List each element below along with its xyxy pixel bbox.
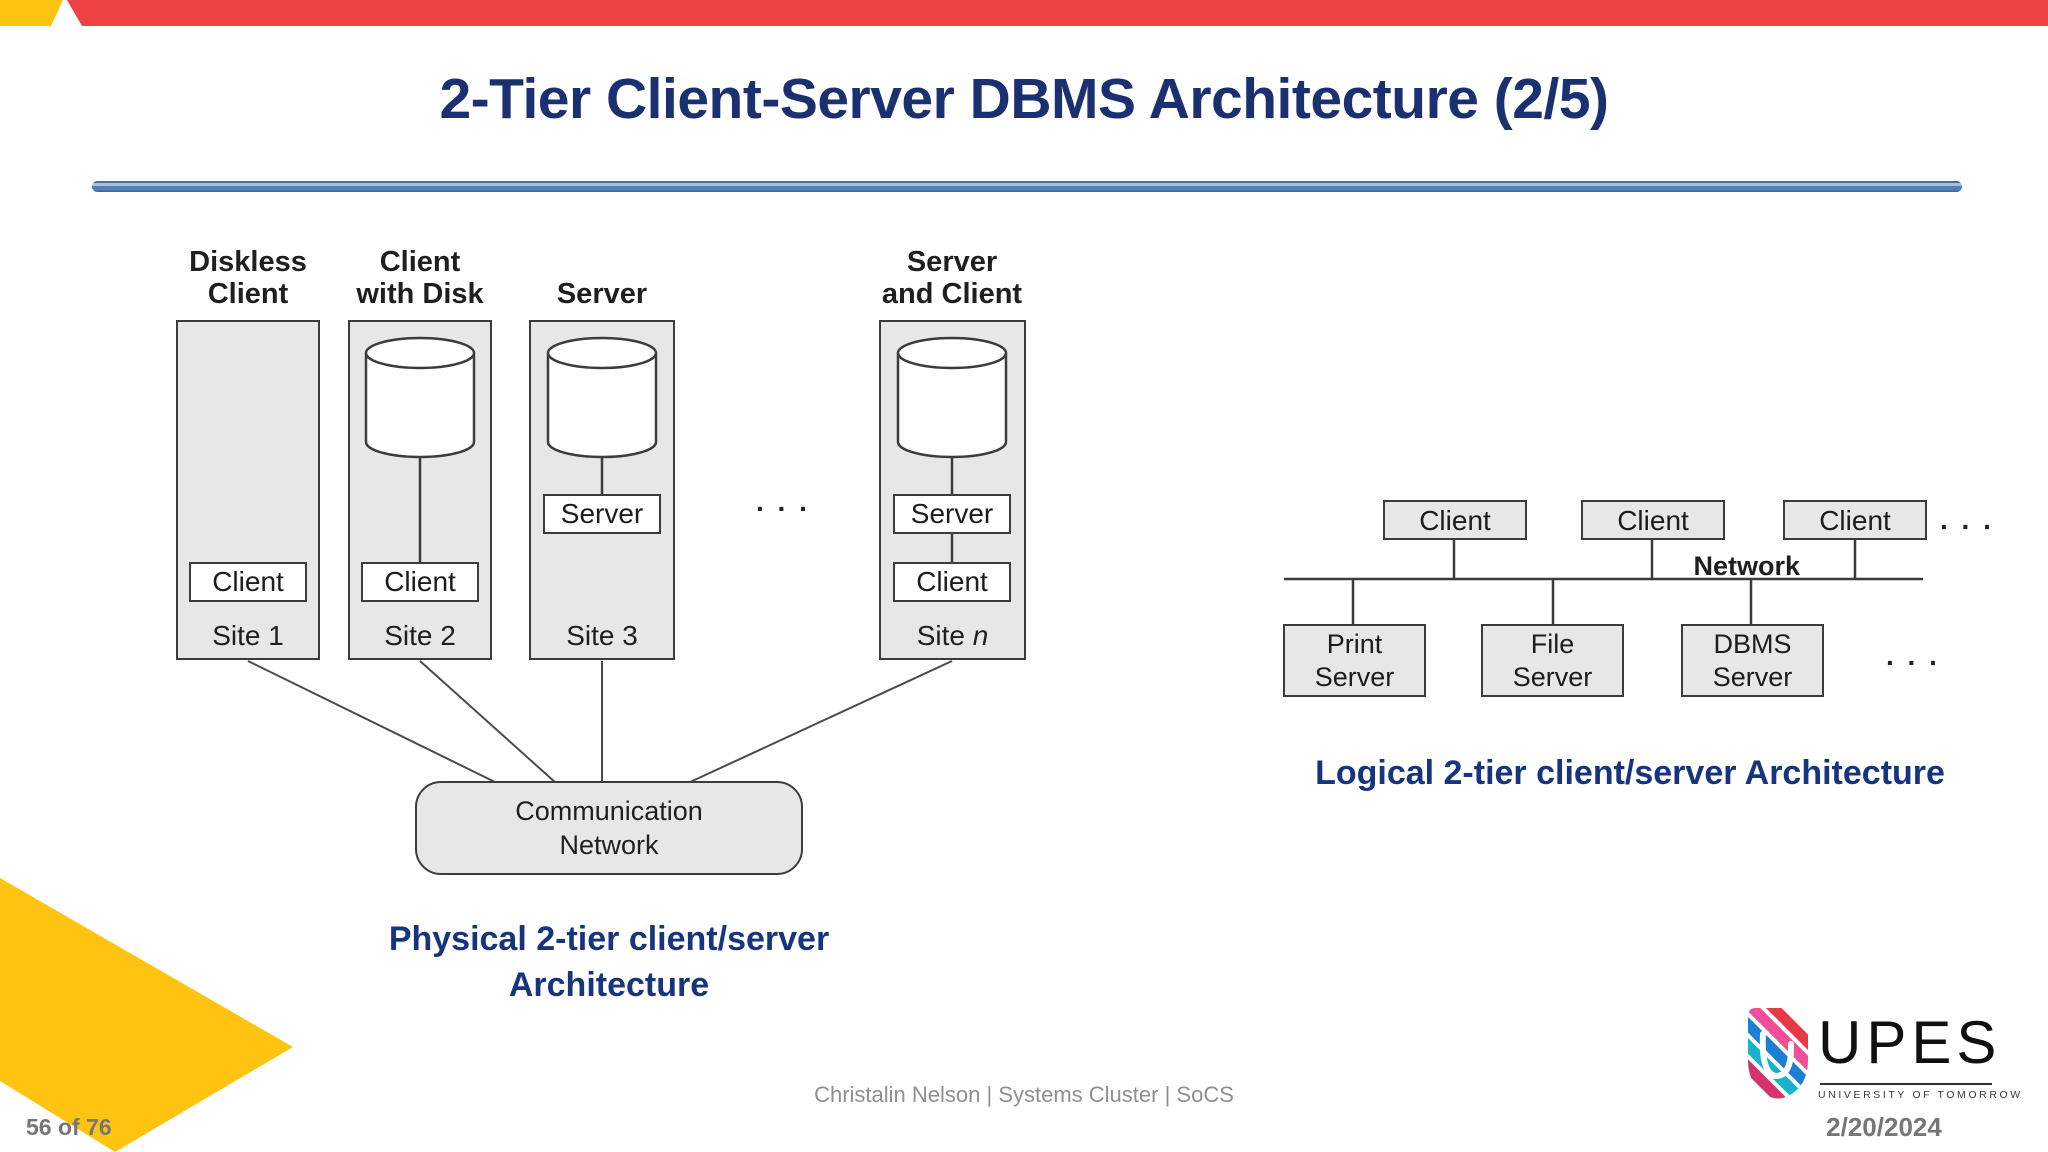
physical-caption-line1: Physical 2-tier client/server	[388, 920, 830, 958]
siten-label: Site n	[879, 620, 1026, 652]
site1-label-word: Site	[212, 620, 261, 651]
site2-label: Site 2	[348, 620, 492, 652]
site1-label: Site 1	[176, 620, 320, 652]
print-server-box: Print Server	[1283, 624, 1426, 697]
upes-tagline: UNIVERSITY OF TOMORROW	[1818, 1089, 2023, 1101]
siten-header-line2: and Client	[881, 278, 1023, 310]
file-server-line2: Server	[1512, 662, 1593, 692]
site2-client-box: Client	[361, 562, 479, 602]
site3-label-word: Site	[566, 620, 615, 651]
print-server-line1: Print	[1326, 629, 1383, 659]
upes-logo-rule	[1820, 1083, 1992, 1085]
bottom-yellow-accent	[0, 878, 293, 1152]
siten-client-box: Client	[893, 562, 1011, 602]
site2-header-line1: Client	[379, 246, 461, 278]
logical-servers-ellipsis: . . .	[1886, 640, 1940, 671]
title-divider	[92, 181, 1962, 192]
slide-date: 2/20/2024	[1826, 1112, 1942, 1142]
disk-cylinder-site2	[364, 336, 476, 459]
top-yellow-accent	[0, 0, 63, 26]
communication-network-line2: Network	[559, 830, 659, 860]
logical-client-1: Client	[1383, 500, 1527, 540]
footer-credit: Christalin Nelson | Systems Cluster | So…	[814, 1082, 1234, 1107]
physical-caption-line2: Architecture	[508, 966, 710, 1004]
site3-server-box: Server	[543, 494, 661, 534]
logical-clients-ellipsis: . . .	[1940, 504, 1994, 535]
page-title: 2-Tier Client-Server DBMS Architecture (…	[439, 67, 1609, 131]
disk-cylinder-siten	[896, 336, 1008, 459]
logical-caption: Logical 2-tier client/server Architectur…	[1315, 754, 1945, 792]
site3-label-num: 3	[622, 620, 638, 651]
siten-header-line1: Server	[906, 246, 998, 278]
file-server-line1: File	[1530, 629, 1575, 659]
network-label: Network	[1693, 551, 1800, 581]
upes-logo: UPES UNIVERSITY OF TOMORROW	[1746, 1004, 2023, 1104]
communication-network-box: Communication Network	[415, 781, 803, 875]
site3-header-line1: Server	[556, 278, 648, 310]
file-server-box: File Server	[1481, 624, 1624, 697]
logical-client-3: Client	[1783, 500, 1927, 540]
upes-wordmark: UPES	[1818, 1009, 2002, 1076]
siten-label-word: Site	[916, 620, 965, 651]
communication-network-line1: Communication	[515, 796, 703, 826]
siten-header: Server and Client	[852, 246, 1052, 310]
upes-logo-shield-icon	[1748, 1008, 1808, 1099]
print-server-line2: Server	[1314, 662, 1395, 692]
site1-header-line1: Diskless	[189, 246, 307, 278]
site3-header: Server	[502, 278, 702, 310]
siten-server-box: Server	[893, 494, 1011, 534]
physical-ellipsis: . . .	[756, 486, 810, 517]
site2-header: Client with Disk	[320, 246, 520, 310]
site1-header-line2: Client	[207, 278, 289, 310]
site2-label-num: 2	[440, 620, 456, 651]
site1-label-num: 1	[268, 620, 284, 651]
site2-label-word: Site	[384, 620, 433, 651]
siten-label-num: n	[972, 620, 989, 651]
disk-cylinder-site3	[546, 336, 658, 459]
site3-label: Site 3	[529, 620, 675, 652]
dbms-server-box: DBMS Server	[1681, 624, 1824, 697]
site2-header-line2: with Disk	[356, 278, 484, 310]
top-red-banner	[67, 0, 2048, 26]
site1-header: Diskless Client	[148, 246, 348, 310]
site1-client-box: Client	[189, 562, 307, 602]
site1-box	[176, 320, 320, 660]
physical-caption: Physical 2-tier client/server Architectu…	[309, 916, 909, 1008]
dbms-server-line2: Server	[1712, 662, 1793, 692]
dbms-server-line1: DBMS	[1713, 629, 1792, 659]
page-indicator: 56 of 76	[26, 1114, 112, 1140]
logical-client-2: Client	[1581, 500, 1725, 540]
